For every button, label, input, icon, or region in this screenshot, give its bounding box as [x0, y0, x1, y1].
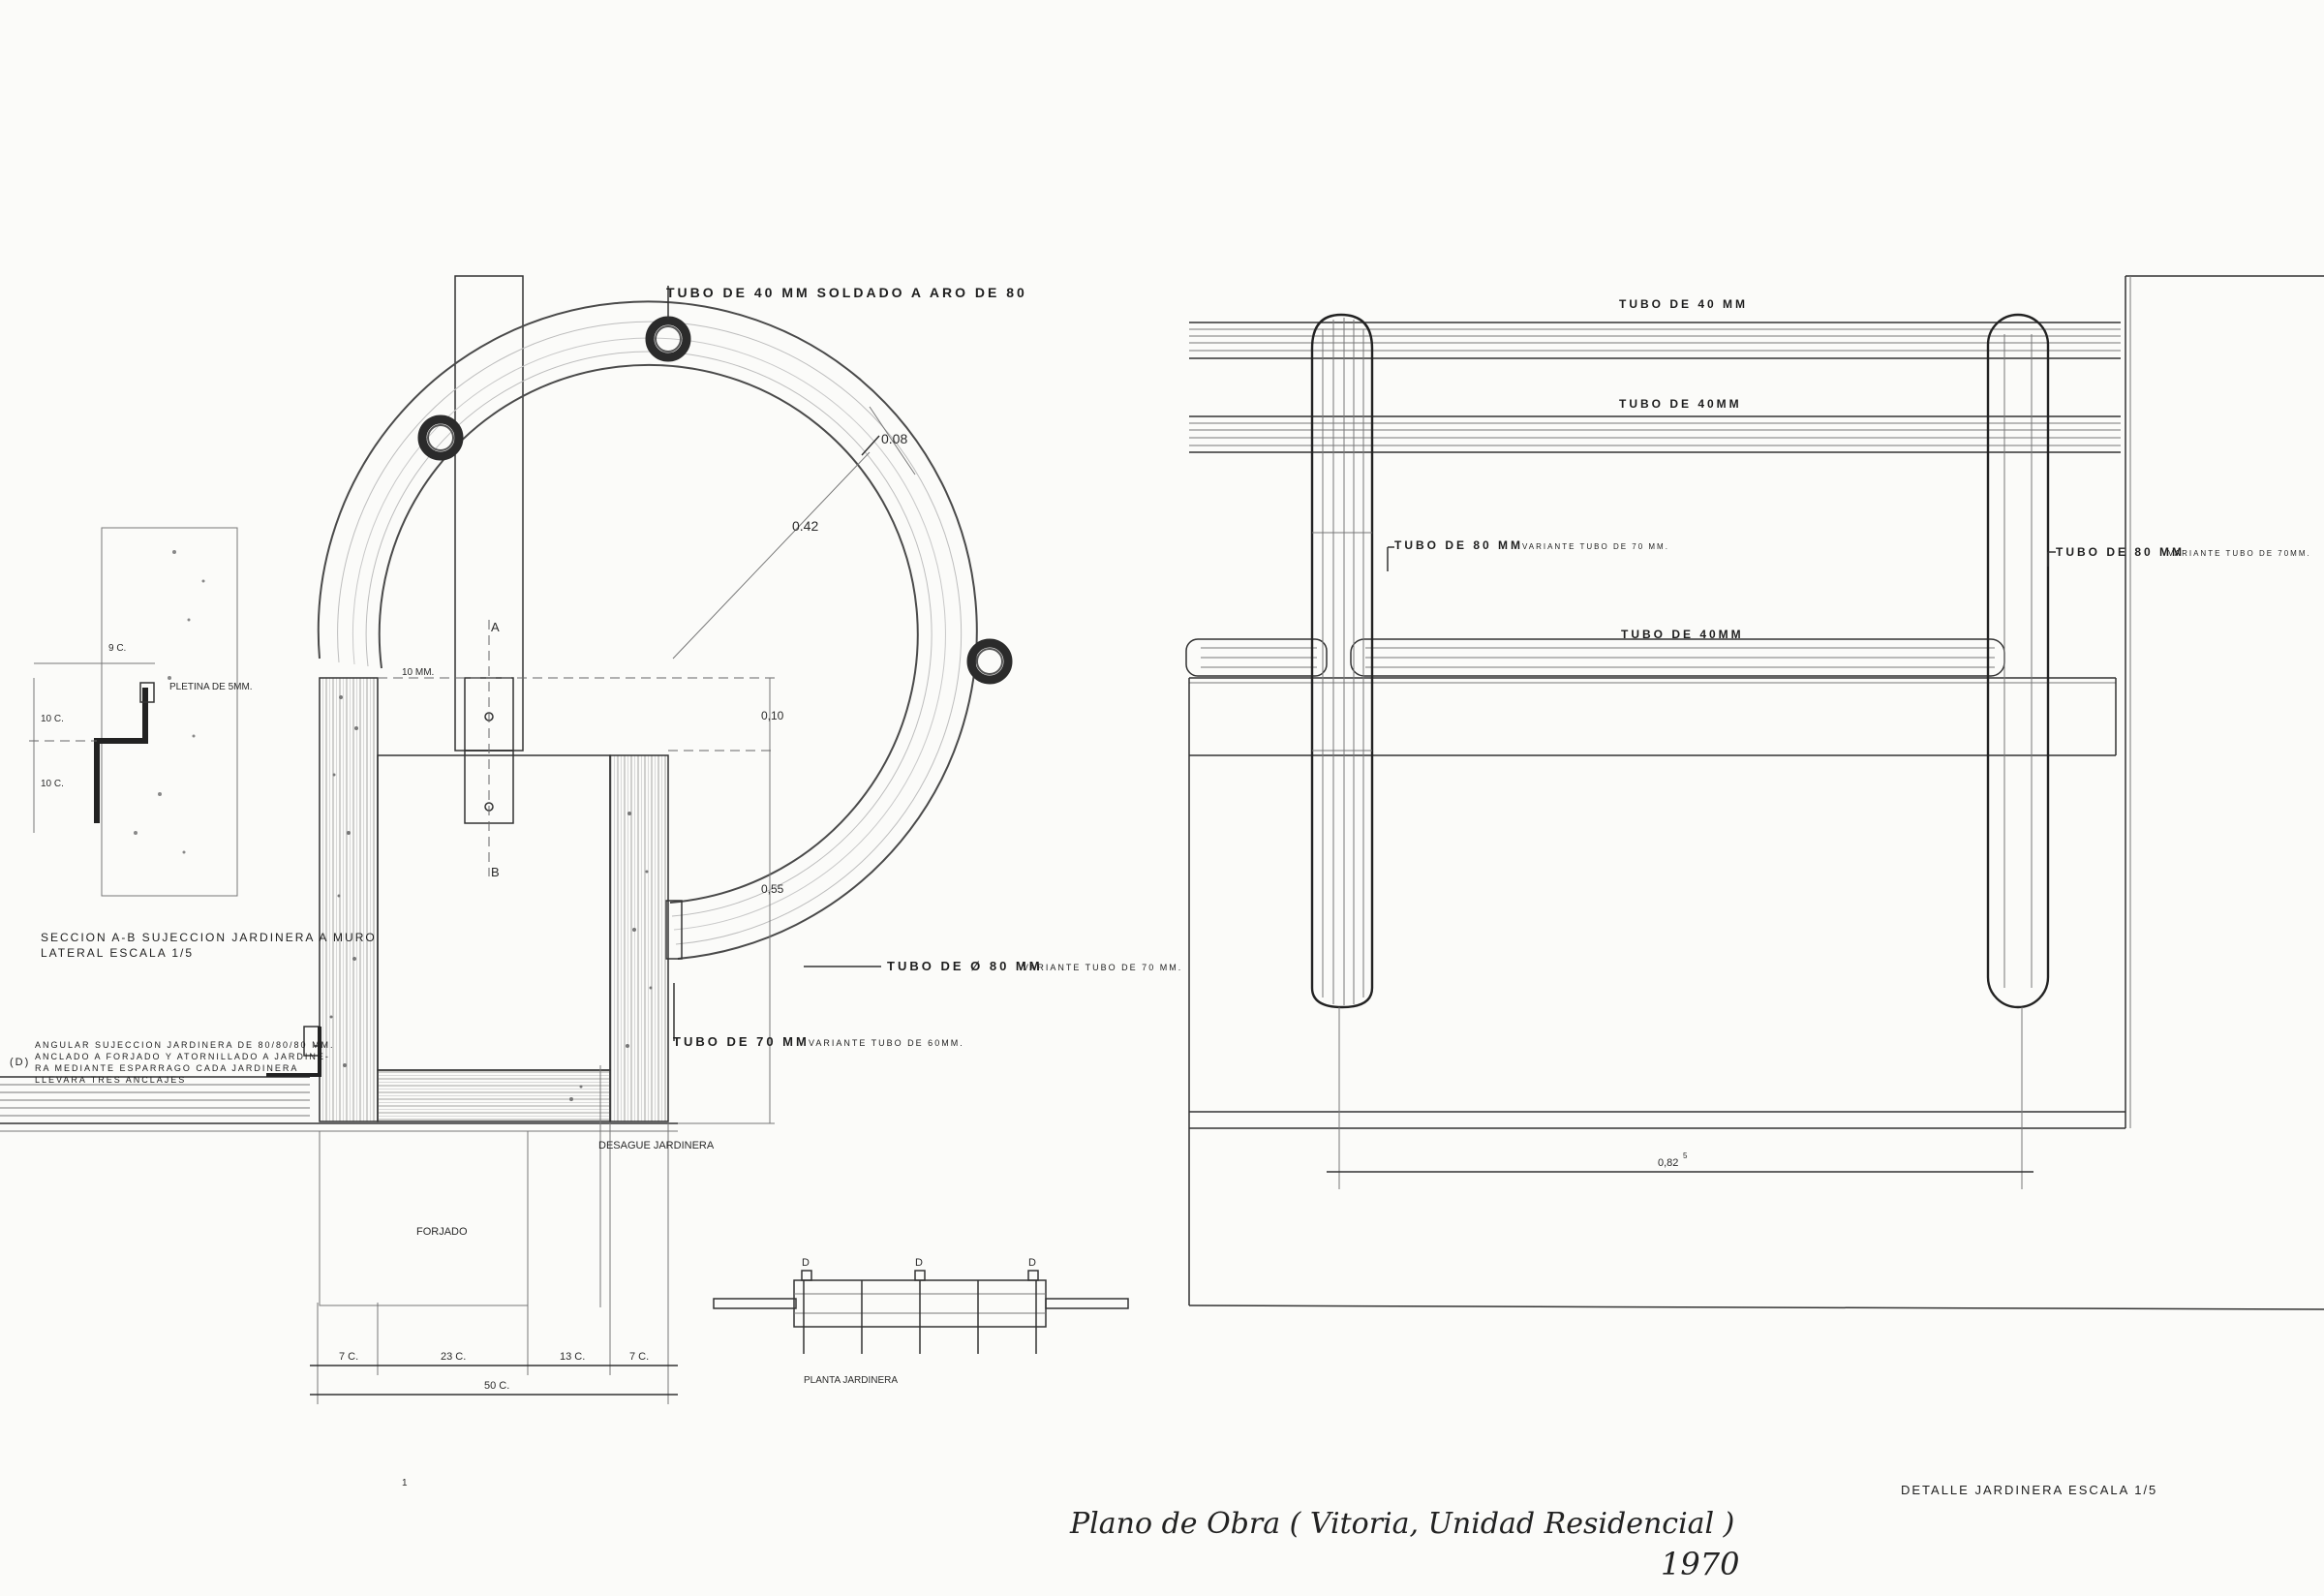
elevation-tube-top — [1189, 322, 2121, 359]
small-tube-ring-top — [645, 316, 691, 362]
ring-tube-outer — [317, 300, 978, 960]
elevation-tube-low — [1185, 638, 2005, 677]
label-elev-tube80-right-variant: VARIANTE TUBO DE 70MM. — [2168, 549, 2311, 558]
forjado-label: FORJADO — [416, 1226, 468, 1238]
dim-055: 0,55 — [761, 882, 784, 896]
label-elev-tube80-left-variant: VARIANTE TUBO DE 70 MM. — [1522, 542, 1669, 551]
dim-10c-lower: 10 C. — [41, 779, 64, 789]
planter-right-wall — [609, 754, 669, 1122]
dim-7c-right: 7 C. — [629, 1351, 649, 1363]
label-elev-tube40-mid: TUBO DE 40MM — [1619, 397, 1742, 411]
elevation-tube-mid — [1189, 415, 2121, 453]
small-tube-ring-right — [966, 638, 1013, 685]
anchor-line-2: ANCLADO A FORJADO Y ATORNILLADO A JARDIN… — [35, 1052, 330, 1061]
label-elev-tube80-right: TUBO DE 80 MM — [2056, 545, 2185, 559]
dim-13c: 13 C. — [560, 1351, 585, 1363]
anchor-line-3: RA MEDIANTE ESPARRAGO CADA JARDINERA — [35, 1063, 298, 1073]
label-tube-80: TUBO DE Ø 80 MM — [887, 959, 1043, 973]
concrete-speckles — [329, 695, 653, 1101]
handwritten-year: 1970 — [1661, 1546, 1739, 1582]
wall-strip — [101, 527, 238, 897]
section-mark-a: A — [491, 620, 500, 634]
dim-010: 0,10 — [761, 709, 784, 722]
drain-label: DESAGUE JARDINERA — [598, 1140, 715, 1151]
plan-anchor-d1: D — [802, 1257, 810, 1269]
anchor-line-1: ANGULAR SUJECCION JARDINERA DE 80/80/80 … — [35, 1040, 335, 1050]
forjado-slab — [319, 1130, 529, 1306]
section-mark-b: B — [491, 865, 500, 879]
planter-interior — [377, 754, 611, 1071]
ring-tube-inner — [378, 363, 919, 904]
label-tube-80-variant: VARIANTE TUBO DE 70 MM. — [1023, 963, 1182, 972]
anchor-note: (D) ANGULAR SUJECCION JARDINERA DE 80/80… — [10, 1040, 335, 1085]
label-top-tube: TUBO DE 40 MM SOLDADO A ARO DE 80 — [666, 285, 1027, 300]
anchor-line-4: LLEVARA TRES ANCLAJES — [35, 1075, 186, 1085]
sub-section-ab: 9 C. PLETINA DE 5MM. 10 C. 10 C. SECCION… — [29, 527, 377, 960]
pletina-profile — [94, 688, 148, 823]
small-tube-ring-left — [417, 414, 464, 461]
dim-9c: 9 C. — [108, 643, 126, 654]
plan-label: PLANTA JARDINERA — [804, 1375, 898, 1386]
anchor-angle — [266, 1027, 321, 1077]
plan-view: D D D PLANTA JARDINERA — [713, 1257, 1129, 1386]
dim-10c-upper: 10 C. — [41, 714, 64, 724]
anchor-mark: (D) — [10, 1057, 30, 1068]
planter-base — [377, 1069, 611, 1122]
label-elev-tube40-low: TUBO DE 40MM — [1621, 628, 1744, 641]
dim-23c: 23 C. — [441, 1351, 466, 1363]
sub-section-title-2: LATERAL ESCALA 1/5 — [41, 946, 194, 960]
elevation-view: TUBO DE 40 MM TUBO DE 40MM TUBO DE 40MM … — [1185, 275, 2324, 1310]
handwritten-note: Plano de Obra ( Vitoria, Unidad Residenc… — [1069, 1507, 1734, 1541]
dim-10mm: 10 MM. — [402, 667, 434, 678]
plan-anchor-d3: D — [1028, 1257, 1036, 1269]
elevation-vertical-tube-left — [1310, 313, 1374, 1009]
plan-anchor-d2: D — [915, 1257, 923, 1269]
drawing-title: DETALLE JARDINERA ESCALA 1/5 — [1901, 1483, 2157, 1497]
label-tube-70-variant: VARIANTE TUBO DE 60MM. — [809, 1038, 964, 1048]
dim-7c-left: 7 C. — [339, 1351, 358, 1363]
dim-radius: 0.42 — [792, 518, 818, 534]
section-view: A B 0.08 0.42 — [0, 275, 1182, 1404]
dim-50c: 50 C. — [484, 1380, 509, 1392]
elevation-vertical-tube-right — [1986, 313, 2050, 1009]
sub-section-title-1: SECCION A-B SUJECCION JARDINERA A MURO — [41, 931, 377, 944]
label-elev-tube40-top: TUBO DE 40 MM — [1619, 297, 1748, 311]
dim-0825-sup: 5 — [1683, 1151, 1688, 1160]
label-elev-tube80-left: TUBO DE 80 MM — [1394, 538, 1523, 552]
label-pletina: PLETINA DE 5MM. — [169, 682, 253, 692]
dim-tube-size: 0.08 — [881, 431, 907, 446]
label-tube-70: TUBO DE 70 MM — [673, 1034, 810, 1049]
dim-0825: 0,82 — [1658, 1157, 1678, 1169]
page-mark: 1 — [402, 1478, 408, 1489]
